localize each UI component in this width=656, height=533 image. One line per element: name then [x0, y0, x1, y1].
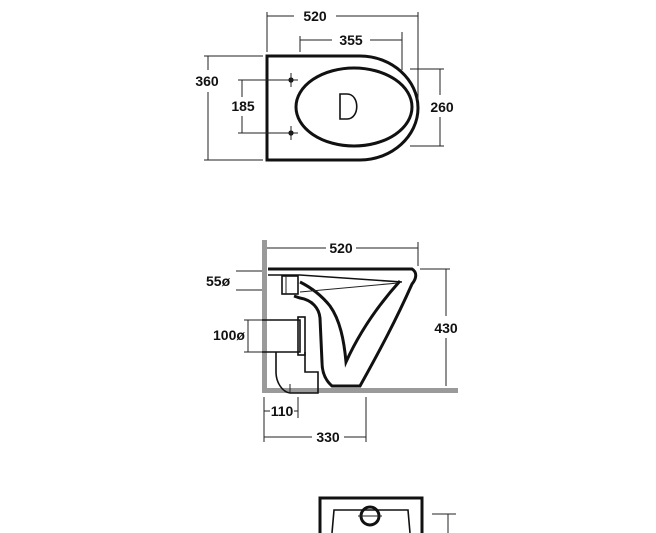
- outlet-pipe: [262, 316, 319, 394]
- dim-outlet-distance: [264, 397, 367, 442]
- label-outlet-offset: 110: [271, 403, 294, 419]
- label-side-height: 430: [434, 320, 458, 336]
- wall: [262, 240, 267, 393]
- dim-top-width: [266, 12, 419, 100]
- floor: [262, 388, 458, 393]
- label-top-width: 520: [303, 8, 327, 24]
- top-view-outline: [265, 54, 420, 162]
- front-view-outline: [318, 496, 424, 533]
- label-bowl-depth: 260: [430, 99, 454, 115]
- bowl-profile-inner: [299, 279, 402, 368]
- dim-bowl-depth: [410, 68, 444, 147]
- top-view-bowl: [294, 66, 414, 148]
- bowl-slope: [299, 282, 399, 293]
- side-view: 520 55ø 100ø 430 110: [206, 240, 458, 445]
- label-inlet: 55ø: [206, 273, 231, 289]
- front-view: [318, 496, 456, 533]
- label-bolt-spacing: 185: [231, 98, 255, 114]
- dim-outlet: [244, 319, 262, 353]
- label-outlet-distance: 330: [316, 429, 340, 445]
- dim-bolt-spacing: [238, 79, 286, 134]
- bowl-rim: [268, 274, 403, 283]
- inlet-fitting: [281, 275, 299, 295]
- label-outlet: 100ø: [213, 327, 245, 343]
- top-view: D 520 355: [195, 8, 454, 162]
- bolt-hole-upper: [284, 73, 298, 87]
- label-top-depth: 360: [195, 73, 219, 89]
- dim-inlet: [236, 270, 262, 291]
- bowl-outlet-mark: [339, 93, 358, 120]
- dim-top-depth: [204, 55, 263, 161]
- dim-side-height: [420, 268, 450, 386]
- bowl-profile-outer: [268, 267, 418, 388]
- label-inner-width: 355: [339, 32, 363, 48]
- dim-outlet-offset: [263, 397, 299, 442]
- label-side-width: 520: [329, 240, 353, 256]
- dim-side-width: [267, 242, 419, 266]
- dim-inner-width: [299, 32, 403, 70]
- bolt-hole-lower: [284, 126, 298, 140]
